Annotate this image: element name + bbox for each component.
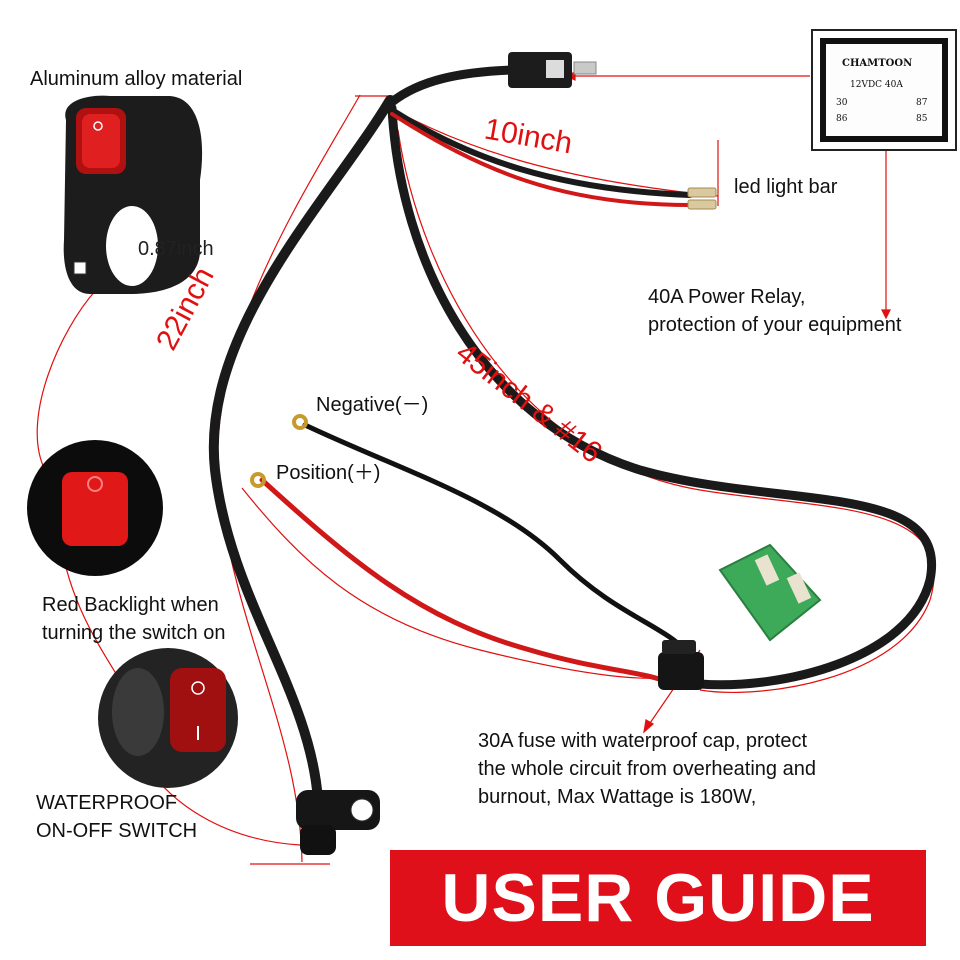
dim-45-line <box>397 129 935 693</box>
label-waterproof-line1: WATERPROOF <box>36 792 178 814</box>
label-backlight-line2: turning the switch on <box>42 622 226 644</box>
user-guide-banner: USER GUIDE <box>384 844 932 952</box>
harness-main-22 <box>208 95 395 805</box>
relay-brand: CHAMTOON <box>842 58 913 69</box>
label-diameter: 0.87inch <box>138 238 214 260</box>
relay-pin-86: 86 <box>836 114 848 124</box>
led-connectors <box>687 187 717 210</box>
relay-pin-85: 85 <box>916 114 928 124</box>
wire-harness <box>208 65 937 805</box>
ring-terminals <box>250 414 308 488</box>
harness-10-black <box>389 107 693 198</box>
wire-negative <box>302 422 693 663</box>
green-fuse <box>718 543 822 642</box>
relay-inset <box>811 29 957 151</box>
label-led-bar: led light bar <box>734 176 838 198</box>
switch-product <box>63 95 203 295</box>
label-fuse-line2: the whole circuit from overheating and <box>478 758 816 780</box>
dim-10-line <box>397 111 719 197</box>
relay-pin-87: 87 <box>916 98 928 108</box>
backlight-circle <box>27 440 163 576</box>
label-aluminum: Aluminum alloy material <box>30 68 243 90</box>
harness-switch <box>296 790 380 855</box>
dim-pos-line <box>241 487 661 679</box>
relay-pin-30: 30 <box>836 98 848 108</box>
wire-positive <box>259 477 665 683</box>
harness-main-45 <box>387 103 937 690</box>
leader-fuse-arrowhead <box>643 719 655 734</box>
leader-switch-to-backlight <box>36 289 97 471</box>
label-negative: Negative(－) <box>316 394 429 416</box>
leader-relay-down-arrowhead <box>881 309 891 320</box>
label-position: Position(＋) <box>276 462 381 484</box>
relay-on-wire <box>508 52 597 88</box>
relay-rating: 12VDC 40A <box>850 80 903 90</box>
banner-title: USER GUIDE <box>441 860 875 936</box>
harness-to-relay <box>387 65 517 107</box>
label-fuse-line3: burnout, Max Wattage is 180W, <box>478 786 757 808</box>
leader-lines <box>36 71 935 865</box>
label-backlight-line1: Red Backlight when <box>42 594 219 616</box>
label-relay-line2: protection of your equipment <box>648 314 902 336</box>
harness-10-red <box>390 112 692 207</box>
label-waterproof-line2: ON-OFF SWITCH <box>36 820 198 842</box>
label-fuse-line1: 30A fuse with waterproof cap, protect <box>478 730 808 752</box>
label-relay-line1: 40A Power Relay, <box>648 286 806 308</box>
waterproof-circle <box>98 648 238 788</box>
fuse-holder <box>658 640 704 690</box>
